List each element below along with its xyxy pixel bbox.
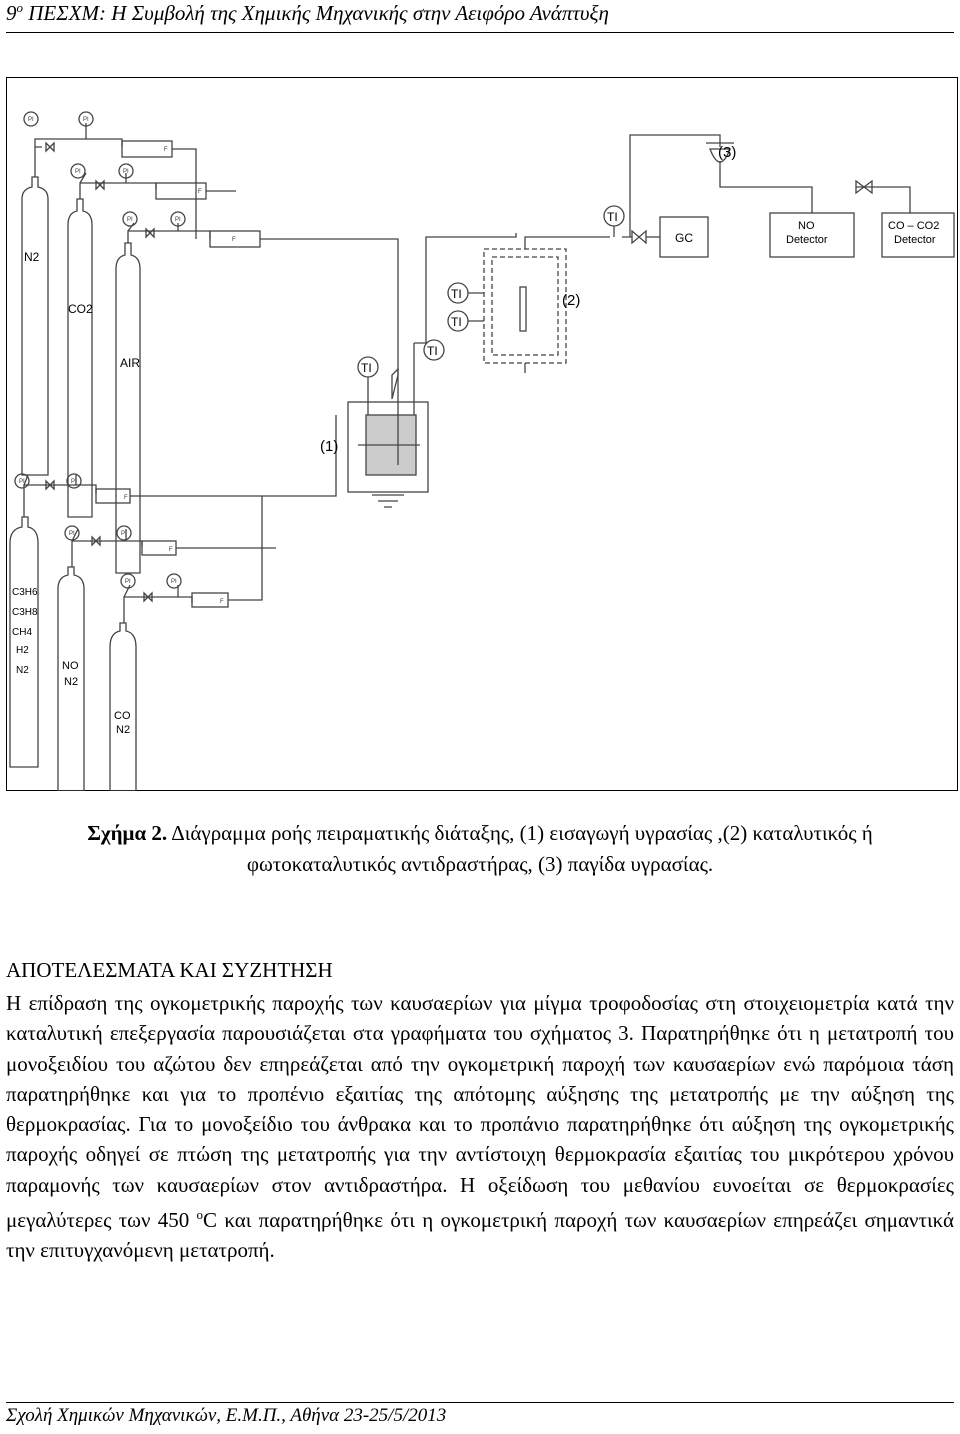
cylinder-air xyxy=(115,242,141,574)
cylinder-co2 xyxy=(67,198,93,518)
label-ch4: CH4 xyxy=(12,627,32,638)
label-n2-mix: N2 xyxy=(16,665,29,676)
body-text-main: Η επίδραση της ογκομετρικής παροχής των … xyxy=(6,991,954,1233)
cylinder-co xyxy=(109,622,137,791)
caption-text: Διάγραμμα ροής πειραματικής διάταξης, (1… xyxy=(167,821,873,876)
no-detector-line1: NO xyxy=(798,220,815,232)
ti-3: TI xyxy=(451,287,462,301)
ordinal-superscript: ο xyxy=(16,0,24,15)
section-title: ΑΠΟΤΕΛΕΣΜΑΤΑ ΚΑΙ ΣΥΖΗΤΗΣΗ xyxy=(6,958,333,982)
page-footer: Σχολή Χημικών Μηχανικών, Ε.Μ.Π., Αθήνα 2… xyxy=(6,1405,447,1426)
ti-2: TI xyxy=(427,344,438,358)
svg-text:F: F xyxy=(232,237,236,243)
conference-title: ΠΕΣΧΜ: Η Συμβολή της Χημικής Μηχανικής σ… xyxy=(23,1,609,25)
cylinder-n2 xyxy=(21,176,49,476)
figure-caption: Σχήμα 2. Διάγραμμα ροής πειραματικής διά… xyxy=(30,818,930,880)
cylinder-no xyxy=(57,566,85,791)
body-paragraph: Η επίδραση της ογκομετρικής παροχής των … xyxy=(6,988,954,1266)
header-rule xyxy=(6,32,954,33)
cylinder-mix xyxy=(9,516,39,768)
body-text-end: C και παρατηρήθηκε ότι η ογκομετρική παρ… xyxy=(6,1208,954,1263)
label-c3h8: C3H8 xyxy=(12,607,38,618)
svg-text:F: F xyxy=(164,147,168,153)
label-c3h6: C3H6 xyxy=(12,587,38,598)
co-detector-line2: Detector xyxy=(894,234,936,246)
svg-text:PI: PI xyxy=(75,169,81,175)
svg-text:PI: PI xyxy=(123,169,129,175)
svg-text:PI: PI xyxy=(127,217,133,223)
svg-text:PI: PI xyxy=(175,217,181,223)
flow-diagram: PI PI PI PI PI PI PI PI PI PI PI PI F F F F F F N… xyxy=(9,111,955,791)
svg-text:PI: PI xyxy=(83,117,89,123)
page-header: 9ο ΠΕΣΧΜ: Η Συμβολή της Χημικής Μηχανική… xyxy=(6,0,609,26)
svg-text:F: F xyxy=(198,189,202,195)
ti-5: TI xyxy=(607,210,618,224)
label-1: (1) xyxy=(320,438,338,455)
label-air: AIR xyxy=(120,356,140,370)
svg-text:PI: PI xyxy=(71,479,77,485)
no-detector-line2: Detector xyxy=(786,234,828,246)
caption-label: Σχήμα 2. xyxy=(87,821,168,845)
label-no-n2: N2 xyxy=(64,676,78,688)
ti-4: TI xyxy=(451,315,462,329)
label-co2: CO2 xyxy=(68,302,93,316)
svg-text:PI: PI xyxy=(121,531,127,537)
ti-1: TI xyxy=(361,361,372,375)
figure-frame xyxy=(6,77,958,791)
footer-rule xyxy=(6,1402,954,1403)
gc-label: GC xyxy=(675,231,693,245)
conference-number: 9 xyxy=(6,1,17,25)
label-co: CO xyxy=(114,710,131,722)
label-no: NO xyxy=(62,660,79,672)
svg-text:F: F xyxy=(169,547,173,553)
co-detector-line1: CO – CO2 xyxy=(888,220,939,232)
degree-sign: ο xyxy=(196,1207,204,1223)
label-co-n2: N2 xyxy=(116,724,130,736)
label-2: (2) xyxy=(562,292,580,309)
svg-text:PI: PI xyxy=(125,579,131,585)
label-3: (3) xyxy=(718,144,736,161)
svg-text:PI: PI xyxy=(28,117,34,123)
label-n2: N2 xyxy=(24,250,40,264)
svg-text:PI: PI xyxy=(171,579,177,585)
label-h2: H2 xyxy=(16,645,29,656)
svg-text:PI: PI xyxy=(69,531,75,537)
svg-text:F: F xyxy=(124,495,128,501)
svg-text:F: F xyxy=(220,599,224,605)
svg-text:PI: PI xyxy=(19,479,25,485)
